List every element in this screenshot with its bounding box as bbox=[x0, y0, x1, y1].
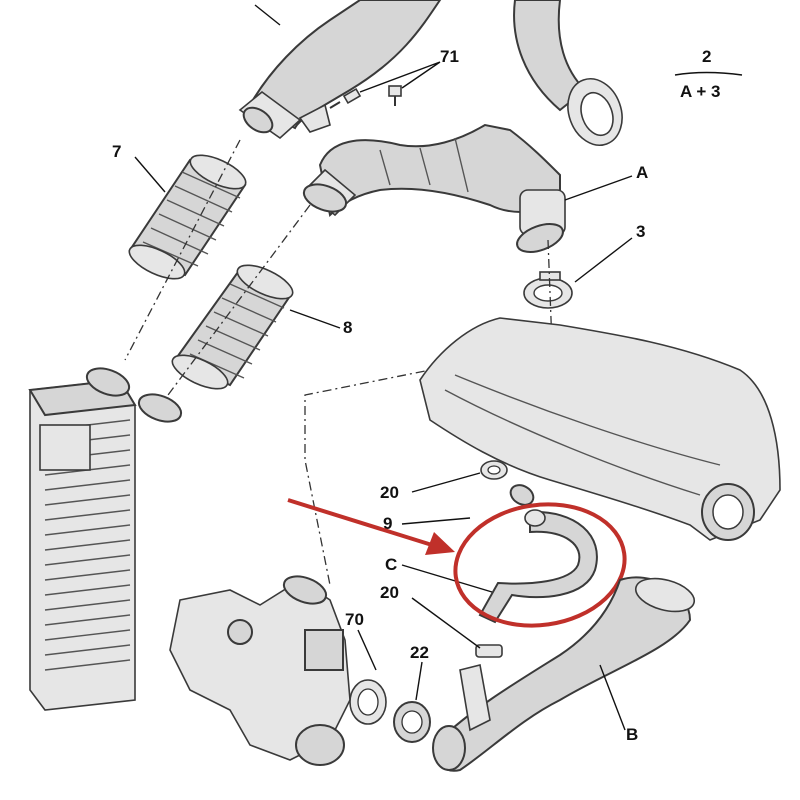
part-20-clamp-upper bbox=[480, 460, 508, 480]
upper-pipe-leader bbox=[254, 4, 281, 26]
part-20-clamp-lower bbox=[475, 644, 503, 658]
part-b-pipe bbox=[432, 576, 696, 772]
label-20-lower: 20 bbox=[380, 583, 399, 602]
label-7-leader bbox=[134, 156, 166, 193]
label-20-upper: 20 bbox=[380, 483, 399, 502]
bolt-71-left bbox=[329, 87, 362, 109]
part-70-clamp bbox=[349, 679, 387, 725]
highlight-arrow bbox=[287, 498, 433, 547]
part-a-air-duct bbox=[302, 123, 566, 253]
intake-manifold bbox=[419, 317, 781, 541]
label-a: A bbox=[636, 163, 648, 182]
upper-intake-pipe bbox=[238, 0, 442, 140]
note-2-a-plus-3: 2 A + 3 bbox=[674, 47, 743, 101]
label-70-leader bbox=[357, 629, 377, 671]
label-2: 2 bbox=[702, 47, 711, 66]
label-3: 3 bbox=[636, 222, 645, 241]
label-c-leader bbox=[401, 564, 493, 593]
part-3-clamp bbox=[523, 271, 573, 309]
label-3-leader bbox=[574, 237, 633, 283]
label-71: 71 bbox=[440, 47, 459, 66]
part-8-bellows bbox=[171, 264, 294, 390]
label-22-leader bbox=[415, 661, 423, 701]
label-8-leader bbox=[289, 309, 341, 329]
part-7-bellows bbox=[128, 154, 247, 280]
part-22-sleeve bbox=[393, 701, 431, 743]
assembly-line-8 bbox=[167, 204, 311, 396]
label-70: 70 bbox=[345, 610, 364, 629]
label-b-leader bbox=[599, 664, 626, 731]
label-20a-leader bbox=[411, 472, 481, 493]
turbocharger bbox=[169, 575, 351, 766]
highlight-ellipse bbox=[453, 502, 627, 628]
assembly-line-7 bbox=[124, 139, 241, 361]
label-a-plus-3: A + 3 bbox=[680, 82, 720, 101]
label-71-leader bbox=[359, 61, 441, 93]
bolt-71-right bbox=[388, 85, 402, 106]
label-22: 22 bbox=[410, 643, 429, 662]
label-7: 7 bbox=[112, 142, 121, 161]
label-c: C bbox=[385, 555, 397, 574]
label-8: 8 bbox=[343, 318, 352, 337]
label-9-leader bbox=[401, 517, 471, 525]
label-20b-leader bbox=[411, 597, 481, 649]
intercooler bbox=[28, 367, 183, 711]
top-right-hose bbox=[513, 0, 623, 146]
label-b: B bbox=[626, 725, 638, 744]
part-9-union bbox=[509, 484, 535, 506]
part-c-hose bbox=[478, 509, 598, 624]
highlight-callout bbox=[287, 498, 627, 628]
label-a-leader bbox=[564, 175, 633, 201]
label-9: 9 bbox=[383, 514, 392, 533]
